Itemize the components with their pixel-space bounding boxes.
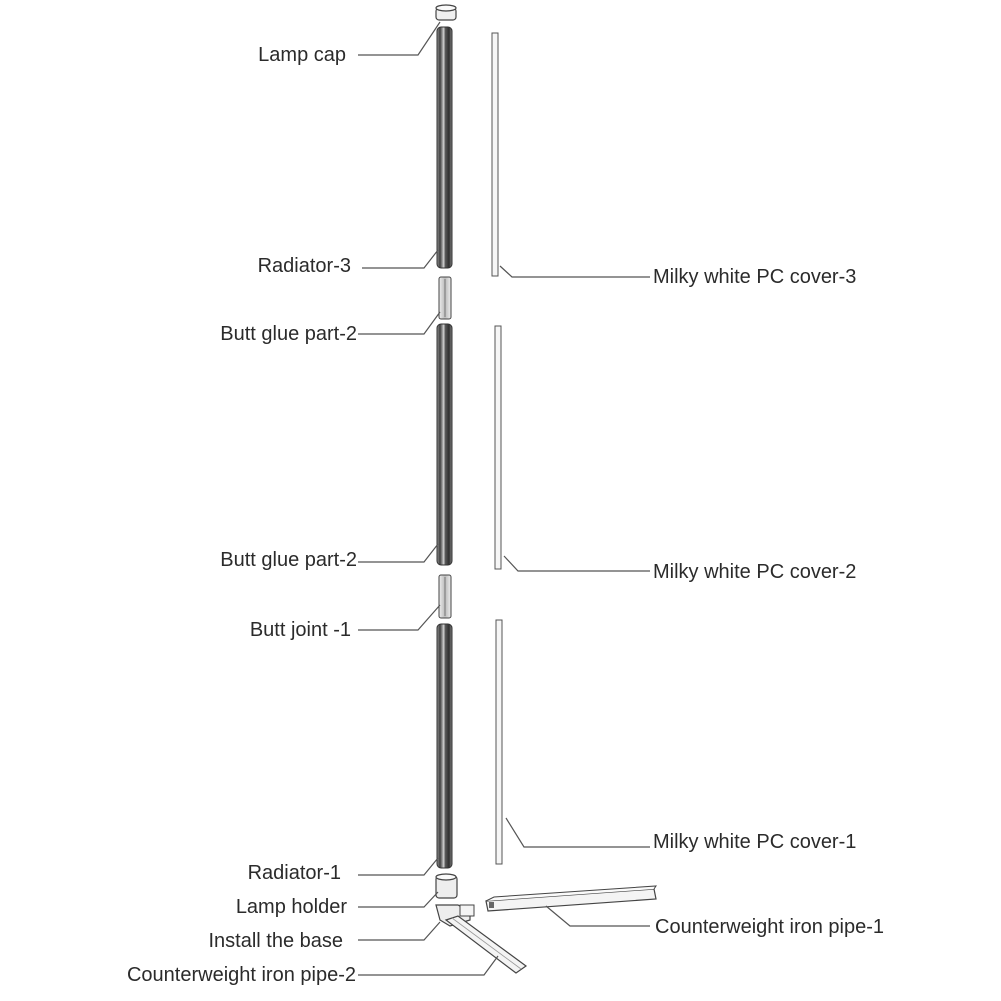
leader-radiator-3	[362, 249, 439, 269]
leader-butt-glue-upper	[358, 311, 441, 335]
leader-lamp-holder	[358, 891, 439, 908]
label-lamp-holder: Lamp holder	[235, 896, 347, 918]
label-radiator-3: Radiator-3	[257, 255, 351, 277]
label-milky-white-pc-cover-3: Milky white PC cover-3	[653, 266, 857, 288]
leader-lamp-cap	[358, 21, 441, 56]
radiator-3-part	[436, 26, 453, 269]
label-counterweight-iron-pipe-2: Counterweight iron pipe-2	[126, 964, 356, 986]
counterweight-iron-pipe-1-part	[485, 885, 657, 912]
label-butt-joint-1: Butt joint -1	[249, 619, 351, 641]
lamp-cap-part	[435, 4, 457, 21]
leader-lines	[358, 21, 650, 976]
label-counterweight-iron-pipe-1: Counterweight iron pipe-1	[655, 916, 885, 938]
leader-pc-cover-2	[503, 555, 650, 572]
pc-cover-1-part	[495, 619, 503, 865]
leader-pc-cover-1	[505, 817, 650, 848]
butt-glue-part-upper	[438, 276, 452, 320]
label-milky-white-pc-cover-1: Milky white PC cover-1	[653, 831, 857, 853]
leader-counterweight-1	[545, 905, 650, 927]
leader-butt-glue-lower	[358, 543, 439, 563]
lamp-holder-part	[435, 873, 458, 899]
label-butt-glue-part-2-lower: Butt glue part-2	[220, 549, 357, 571]
counterweight-iron-pipe-2-part	[444, 915, 528, 974]
leader-counterweight-2	[358, 955, 499, 976]
label-lamp-cap: Lamp cap	[258, 44, 346, 66]
leader-radiator-1	[358, 857, 439, 876]
leader-install-base	[358, 921, 441, 941]
radiator-1-part	[436, 623, 453, 869]
leader-pc-cover-3	[499, 265, 650, 278]
pc-cover-2-part	[494, 325, 502, 570]
radiator-2-part	[436, 323, 453, 566]
label-milky-white-pc-cover-2: Milky white PC cover-2	[653, 561, 857, 583]
label-install-the-base: Install the base	[208, 930, 343, 952]
label-radiator-1: Radiator-1	[247, 862, 341, 884]
pc-cover-3-part	[491, 32, 499, 277]
label-butt-glue-part-2-upper: Butt glue part-2	[220, 323, 357, 345]
butt-joint-part	[438, 574, 452, 619]
leader-butt-joint	[358, 604, 441, 631]
